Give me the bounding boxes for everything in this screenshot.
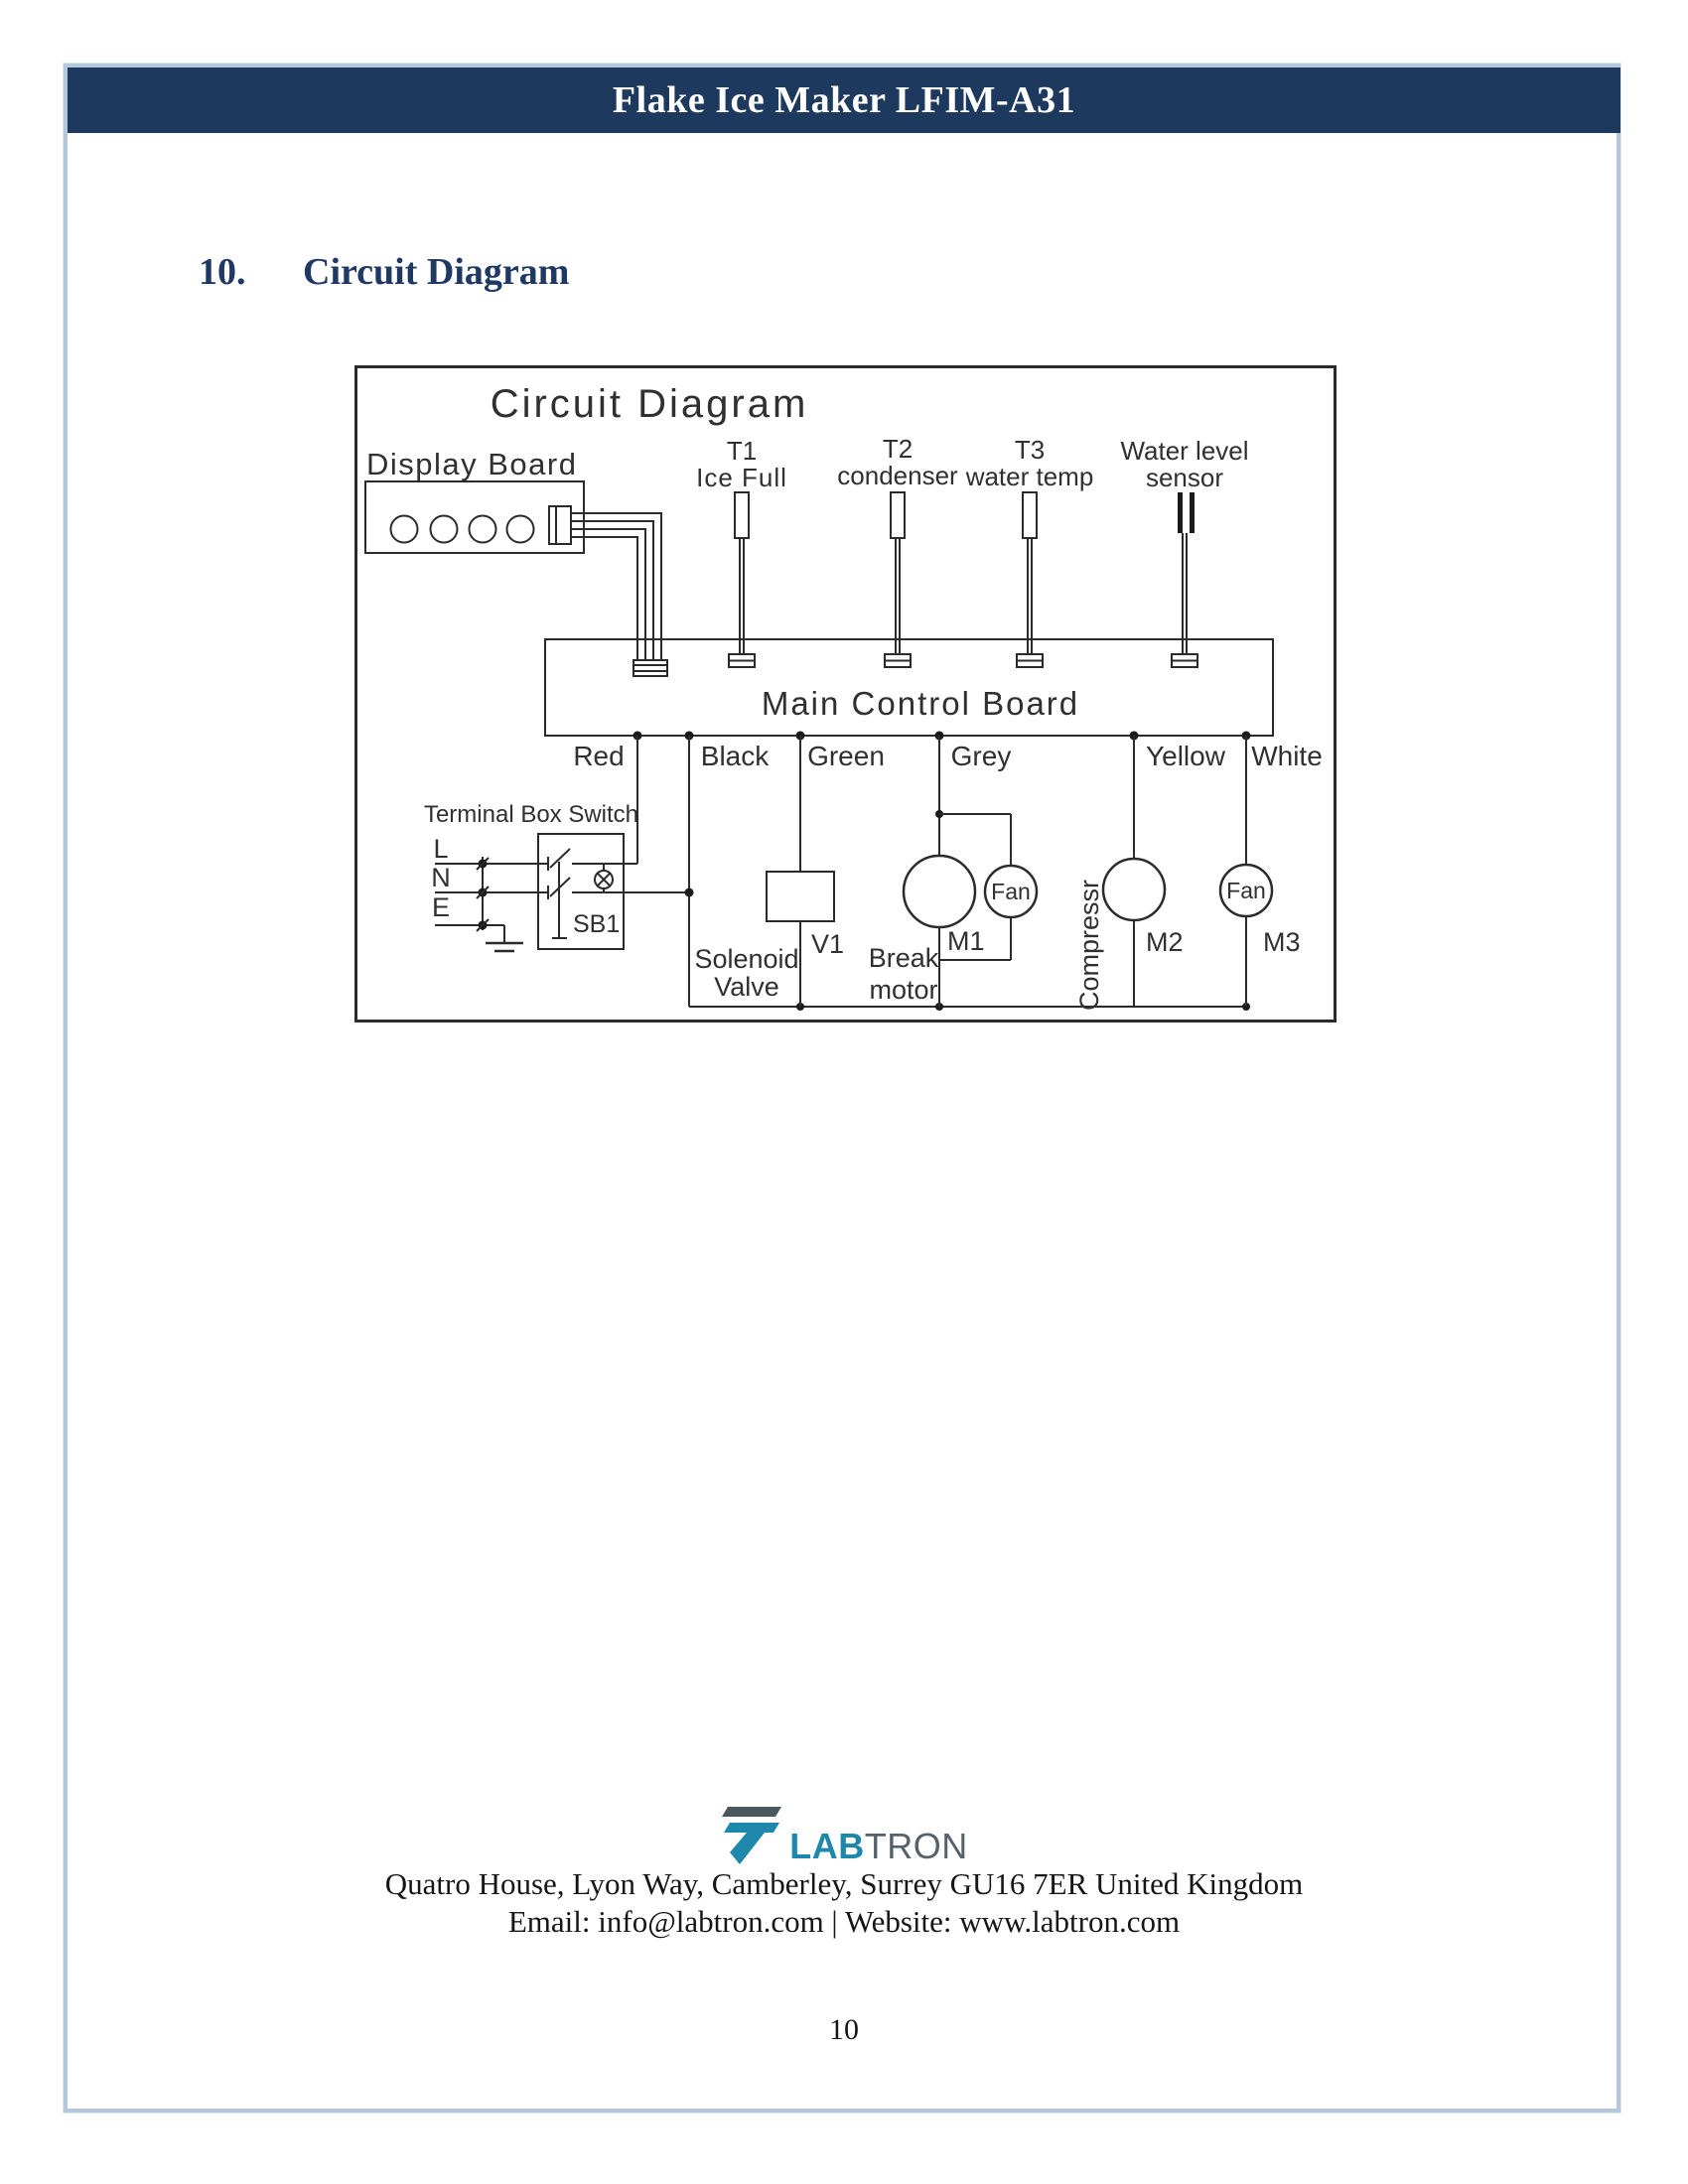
water-level-sensor-id: Water level xyxy=(1120,436,1248,466)
labtron-logo-icon xyxy=(722,1807,782,1864)
solenoid-valve: V1 Solenoid Valve xyxy=(694,736,844,1007)
sensor-t3-name: water temp xyxy=(965,462,1094,491)
water-level-sensor-name: sensor xyxy=(1146,463,1223,492)
page-header-bar: Flake Ice Maker LFIM-A31 xyxy=(68,68,1620,133)
display-board-label: Display Board xyxy=(366,447,577,481)
break-motor-label-2: motor xyxy=(869,975,937,1005)
switch-blade xyxy=(549,848,571,869)
page-header-title: Flake Ice Maker LFIM-A31 xyxy=(612,79,1076,121)
indicator-lamp xyxy=(594,864,614,892)
terminal-box-switch: Terminal Box Switch L N E xyxy=(424,801,689,953)
labtron-logo-text: LABTRON xyxy=(789,1829,968,1864)
main-control-board-label: Main Control Board xyxy=(762,685,1079,722)
fan-m1-label: Fan xyxy=(991,879,1031,904)
break-motor-m1: Fan M1 Break motor xyxy=(869,736,1039,1007)
display-plug xyxy=(633,659,668,677)
labtron-logo: LABTRON xyxy=(0,1805,1688,1864)
display-ribbon-wire xyxy=(571,536,638,660)
display-board-led xyxy=(505,514,535,544)
page-number: 10 xyxy=(829,2013,859,2046)
wire-label-black: Black xyxy=(701,741,770,771)
break-motor-id: M1 xyxy=(947,926,985,956)
footer-contact: Email: info@labtron.com | Website: www.l… xyxy=(507,1904,1181,1939)
terminal-n-label: N xyxy=(431,863,451,892)
display-board: Display Board xyxy=(364,447,668,677)
wire-label-red: Red xyxy=(573,741,624,771)
terminal-l-label: L xyxy=(433,834,448,864)
page-border-frame xyxy=(64,64,1620,2113)
sensor-t2-id: T2 xyxy=(883,434,913,464)
earth-ground-symbol xyxy=(486,941,523,953)
solenoid-valve-label-2: Valve xyxy=(714,972,779,1002)
wire-label-white: White xyxy=(1251,741,1323,771)
sensor-t1-name: Ice Full xyxy=(696,463,787,492)
fan-m3: Fan M3 xyxy=(1218,736,1301,1007)
solenoid-valve-label-1: Solenoid xyxy=(694,944,798,974)
footer-address: Quatro House, Lyon Way, Camberley, Surre… xyxy=(384,1866,1304,1901)
sensor-t1: T1 Ice Full xyxy=(696,436,787,668)
circuit-diagram-figure: Circuit Diagram Display Board T1 Ice Ful… xyxy=(354,365,1336,1023)
display-board-connector xyxy=(548,505,572,545)
display-ribbon-wire xyxy=(571,520,654,660)
display-ribbon-wire xyxy=(571,512,662,660)
display-ribbon-wire xyxy=(571,528,646,660)
diagram-outer-box xyxy=(354,365,1336,1023)
sensor-t1-id: T1 xyxy=(727,436,757,466)
logo-lab: LAB xyxy=(789,1826,865,1866)
solenoid-valve-id: V1 xyxy=(811,929,844,959)
compressor-label: Compressr xyxy=(1074,880,1104,1011)
logo-tron: TRON xyxy=(864,1826,968,1866)
section-title: Circuit Diagram xyxy=(303,251,570,293)
compressor-m2: M2 Compressr xyxy=(1074,736,1184,1011)
compressor-id: M2 xyxy=(1146,927,1184,957)
terminal-box-label: Terminal Box Switch xyxy=(424,801,638,828)
water-level-sensor: Water level sensor xyxy=(1120,436,1249,668)
wire-label-green: Green xyxy=(807,741,885,771)
section-number: 10. xyxy=(199,251,246,293)
display-board-led xyxy=(429,514,459,544)
sensor-t2-name: condenser xyxy=(837,461,958,490)
fan-m3-id: M3 xyxy=(1263,927,1301,957)
main-control-board: Main Control Board xyxy=(544,638,1274,741)
section-heading: 10. Circuit Diagram xyxy=(199,250,569,294)
wire-label-yellow: Yellow xyxy=(1146,741,1226,771)
sensor-t3-id: T3 xyxy=(1015,435,1045,465)
diagram-title: Circuit Diagram xyxy=(491,382,809,426)
display-board-led xyxy=(389,514,419,544)
wire-label-grey: Grey xyxy=(951,741,1012,771)
sensor-t2: T2 condenser xyxy=(837,434,958,668)
fan-m3-label: Fan xyxy=(1226,878,1266,903)
switch-id-label: SB1 xyxy=(573,910,620,938)
break-motor-label-1: Break xyxy=(869,943,939,973)
wire-labels: Red Black Green Grey Yellow White xyxy=(573,741,1322,771)
sensor-t3: T3 water temp xyxy=(965,435,1094,668)
display-board-led xyxy=(468,514,497,544)
terminal-e-label: E xyxy=(432,892,450,922)
